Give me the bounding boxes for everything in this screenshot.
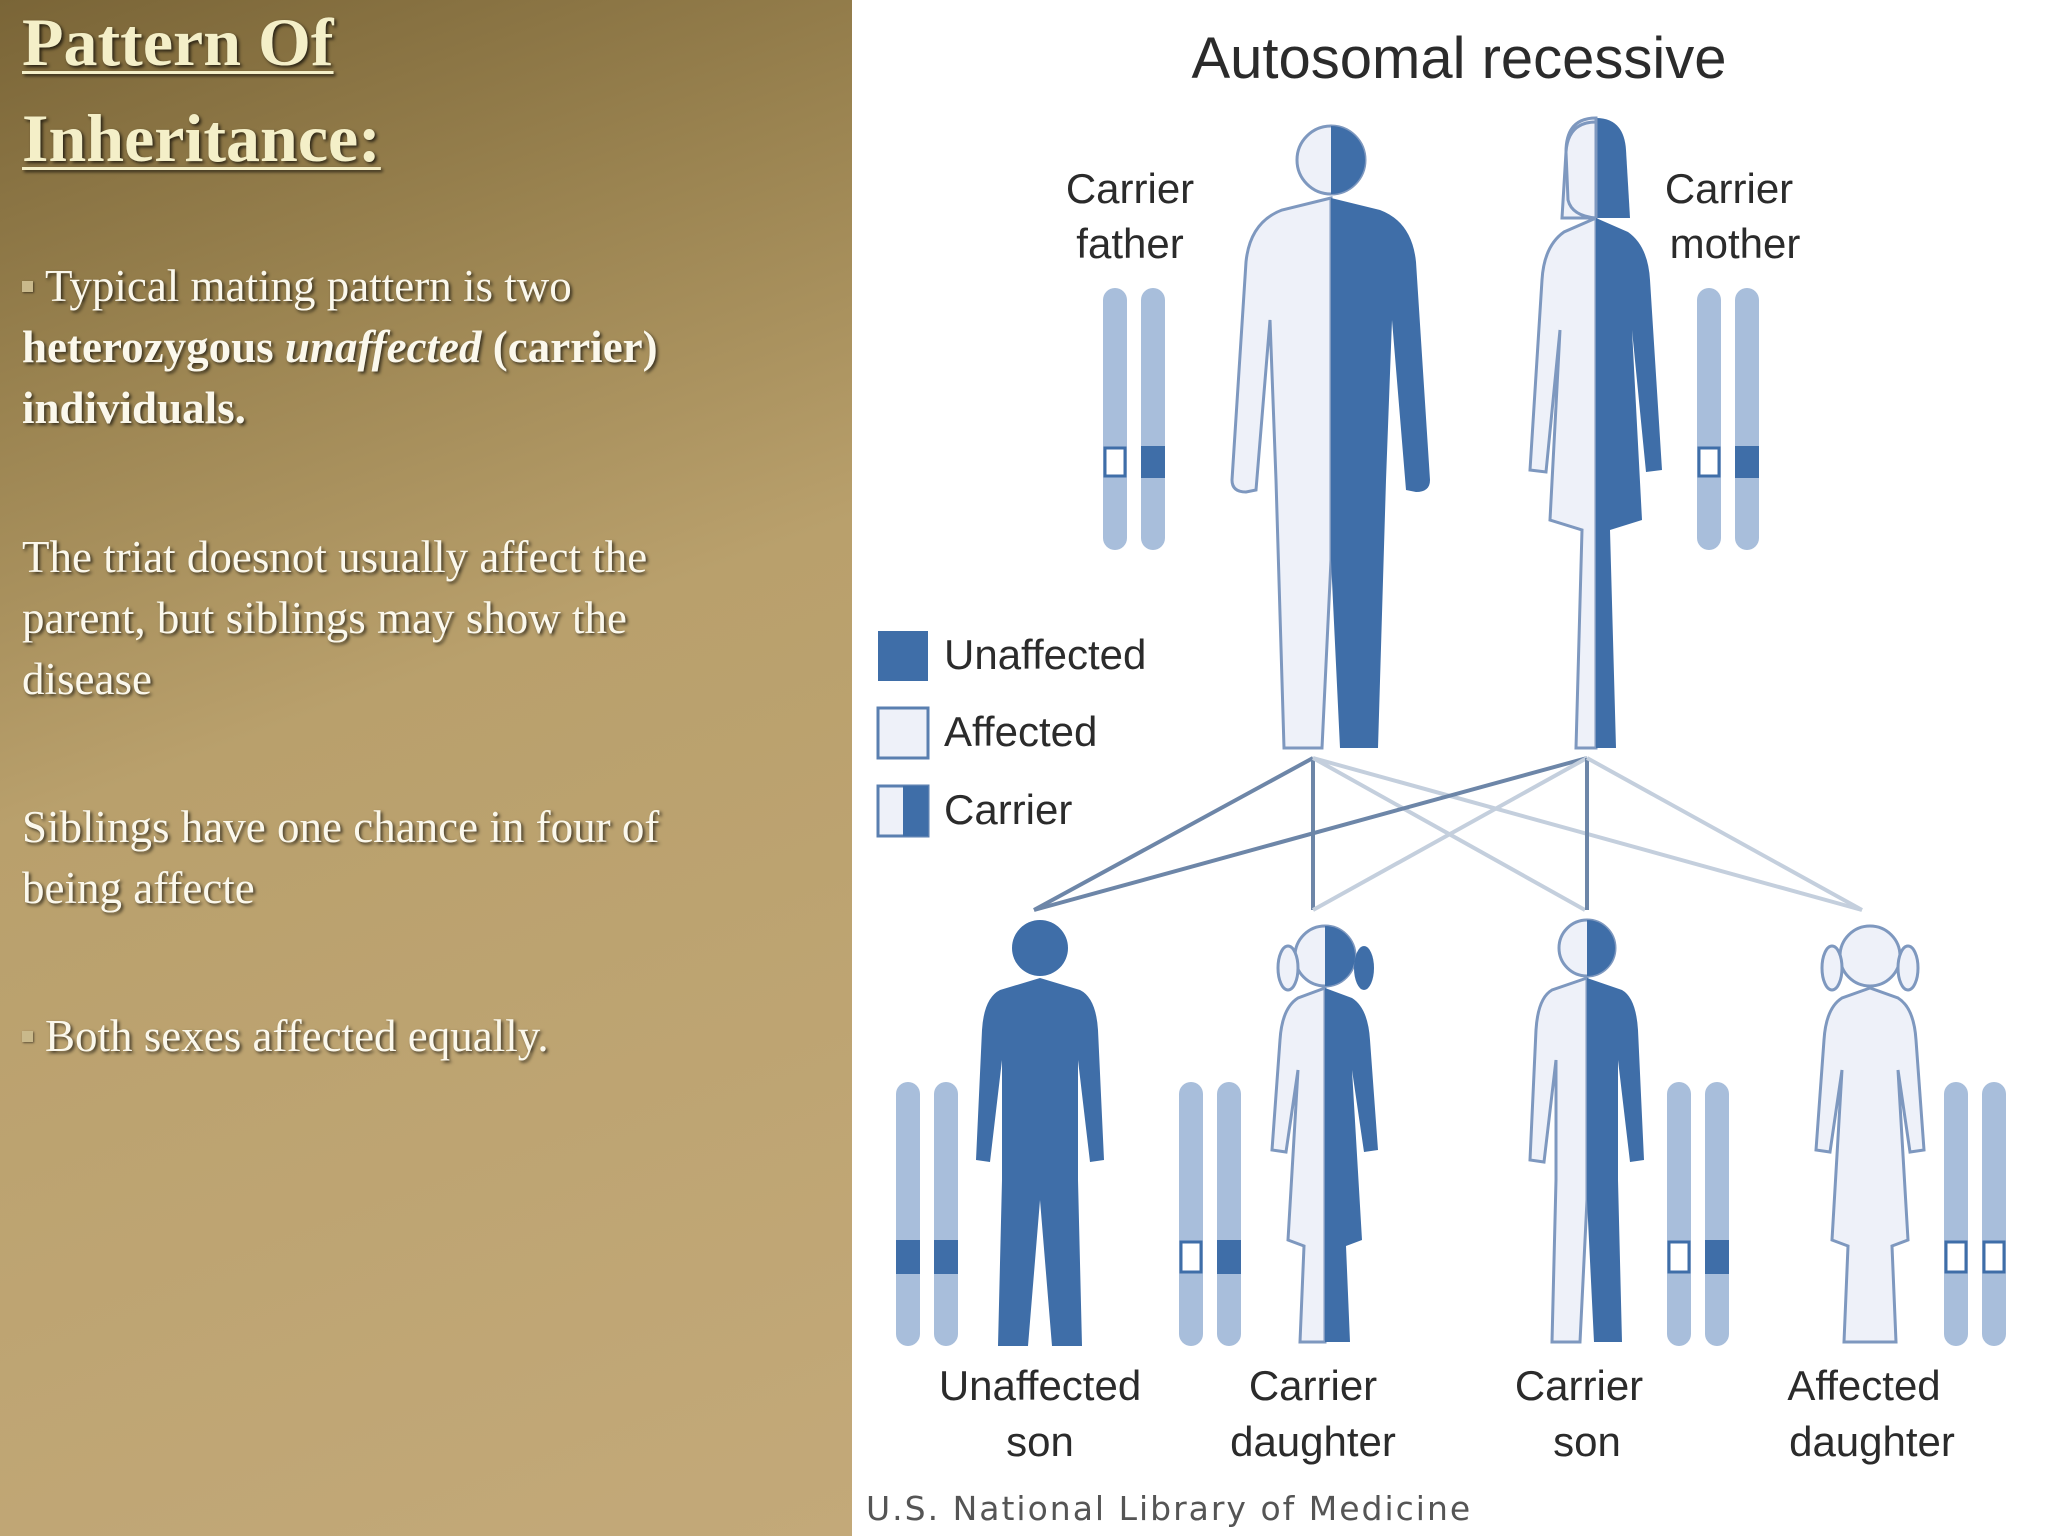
affected-daughter-chromosomes bbox=[1944, 1082, 2006, 1346]
paragraph-mating-pattern: Typical mating pattern is two heterozygo… bbox=[22, 256, 822, 439]
text-panel: Pattern Of Inheritance: Typical mating p… bbox=[0, 0, 852, 1536]
father-chromosomes bbox=[1103, 288, 1165, 550]
carrier-mother-figure bbox=[1528, 116, 1662, 750]
diagram-panel: Autosomal recessive bbox=[852, 0, 2048, 1536]
legend-swatch-light bbox=[876, 706, 930, 760]
legend-label-carrier: Carrier bbox=[944, 786, 1072, 833]
carrier-son-figure bbox=[1528, 918, 1644, 1344]
legend-label-affected: Affected bbox=[944, 708, 1097, 755]
carrier-daughter-figure bbox=[1270, 924, 1378, 1344]
child3-label-line1: Carrier bbox=[1515, 1362, 1643, 1409]
mating-bold-individuals: individuals. bbox=[22, 383, 246, 433]
slide-title: Pattern Of Inheritance: bbox=[22, 0, 842, 186]
title-line-1: Pattern Of bbox=[22, 4, 334, 80]
carrier-daughter-chromosomes bbox=[1179, 1082, 1241, 1346]
carrier-father-figure bbox=[1230, 124, 1430, 750]
diagram-title: Autosomal recessive bbox=[1191, 26, 1726, 91]
legend: Unaffected Affected Carrier bbox=[876, 631, 1146, 838]
mating-bold-italic-unaffected: unaffected bbox=[284, 322, 482, 372]
legend-label-unaffected: Unaffected bbox=[944, 631, 1146, 678]
paragraph-parent-siblings: The triat doesnot usually affect the par… bbox=[22, 532, 648, 704]
bullet-icon bbox=[22, 281, 33, 293]
mother-label-line1: Carrier bbox=[1665, 165, 1793, 212]
source-credit: U.S. National Library of Medicine bbox=[866, 1489, 1472, 1528]
child3-label-line2: son bbox=[1553, 1418, 1621, 1465]
bullet-icon bbox=[22, 1031, 33, 1043]
child1-label-line2: son bbox=[1006, 1418, 1074, 1465]
paragraph-both-sexes: Both sexes affected equally. bbox=[22, 1006, 822, 1067]
mating-plain-text: Typical mating pattern is two bbox=[45, 261, 572, 311]
carrier-son-chromosomes bbox=[1667, 1082, 1729, 1346]
child2-label-line1: Carrier bbox=[1249, 1362, 1377, 1409]
mating-bold-carrier: (carrier) bbox=[492, 322, 658, 372]
unaffected-son-chromosomes bbox=[896, 1082, 958, 1346]
paragraph-siblings-chance: Siblings have one chance in four of bein… bbox=[22, 802, 660, 913]
line-mother-daughter1 bbox=[1312, 756, 1588, 912]
line-mother-son1 bbox=[1033, 756, 1588, 912]
autosomal-recessive-diagram: Autosomal recessive bbox=[866, 26, 2006, 1528]
child2-label-line2: daughter bbox=[1230, 1418, 1396, 1465]
child4-label-line2: daughter bbox=[1789, 1418, 1955, 1465]
legend-swatch-dark bbox=[878, 631, 928, 681]
inheritance-lines bbox=[1033, 756, 1863, 912]
father-label-line2: father bbox=[1076, 220, 1183, 267]
both-sexes-text: Both sexes affected equally. bbox=[45, 1011, 549, 1061]
mother-chromosomes bbox=[1697, 288, 1759, 550]
father-label-line1: Carrier bbox=[1066, 165, 1194, 212]
affected-daughter-figure bbox=[1814, 924, 1926, 1344]
title-line-2: Inheritance: bbox=[22, 100, 381, 176]
line-mother-daughter2 bbox=[1586, 756, 1863, 912]
unaffected-son-figure bbox=[976, 920, 1104, 1346]
mother-label-line2: mother bbox=[1670, 220, 1801, 267]
child4-label-line1: Affected bbox=[1787, 1362, 1940, 1409]
child1-label-line1: Unaffected bbox=[939, 1362, 1141, 1409]
line-father-son1 bbox=[1033, 756, 1314, 912]
mating-bold-heterozygous: heterozygous bbox=[22, 322, 274, 372]
